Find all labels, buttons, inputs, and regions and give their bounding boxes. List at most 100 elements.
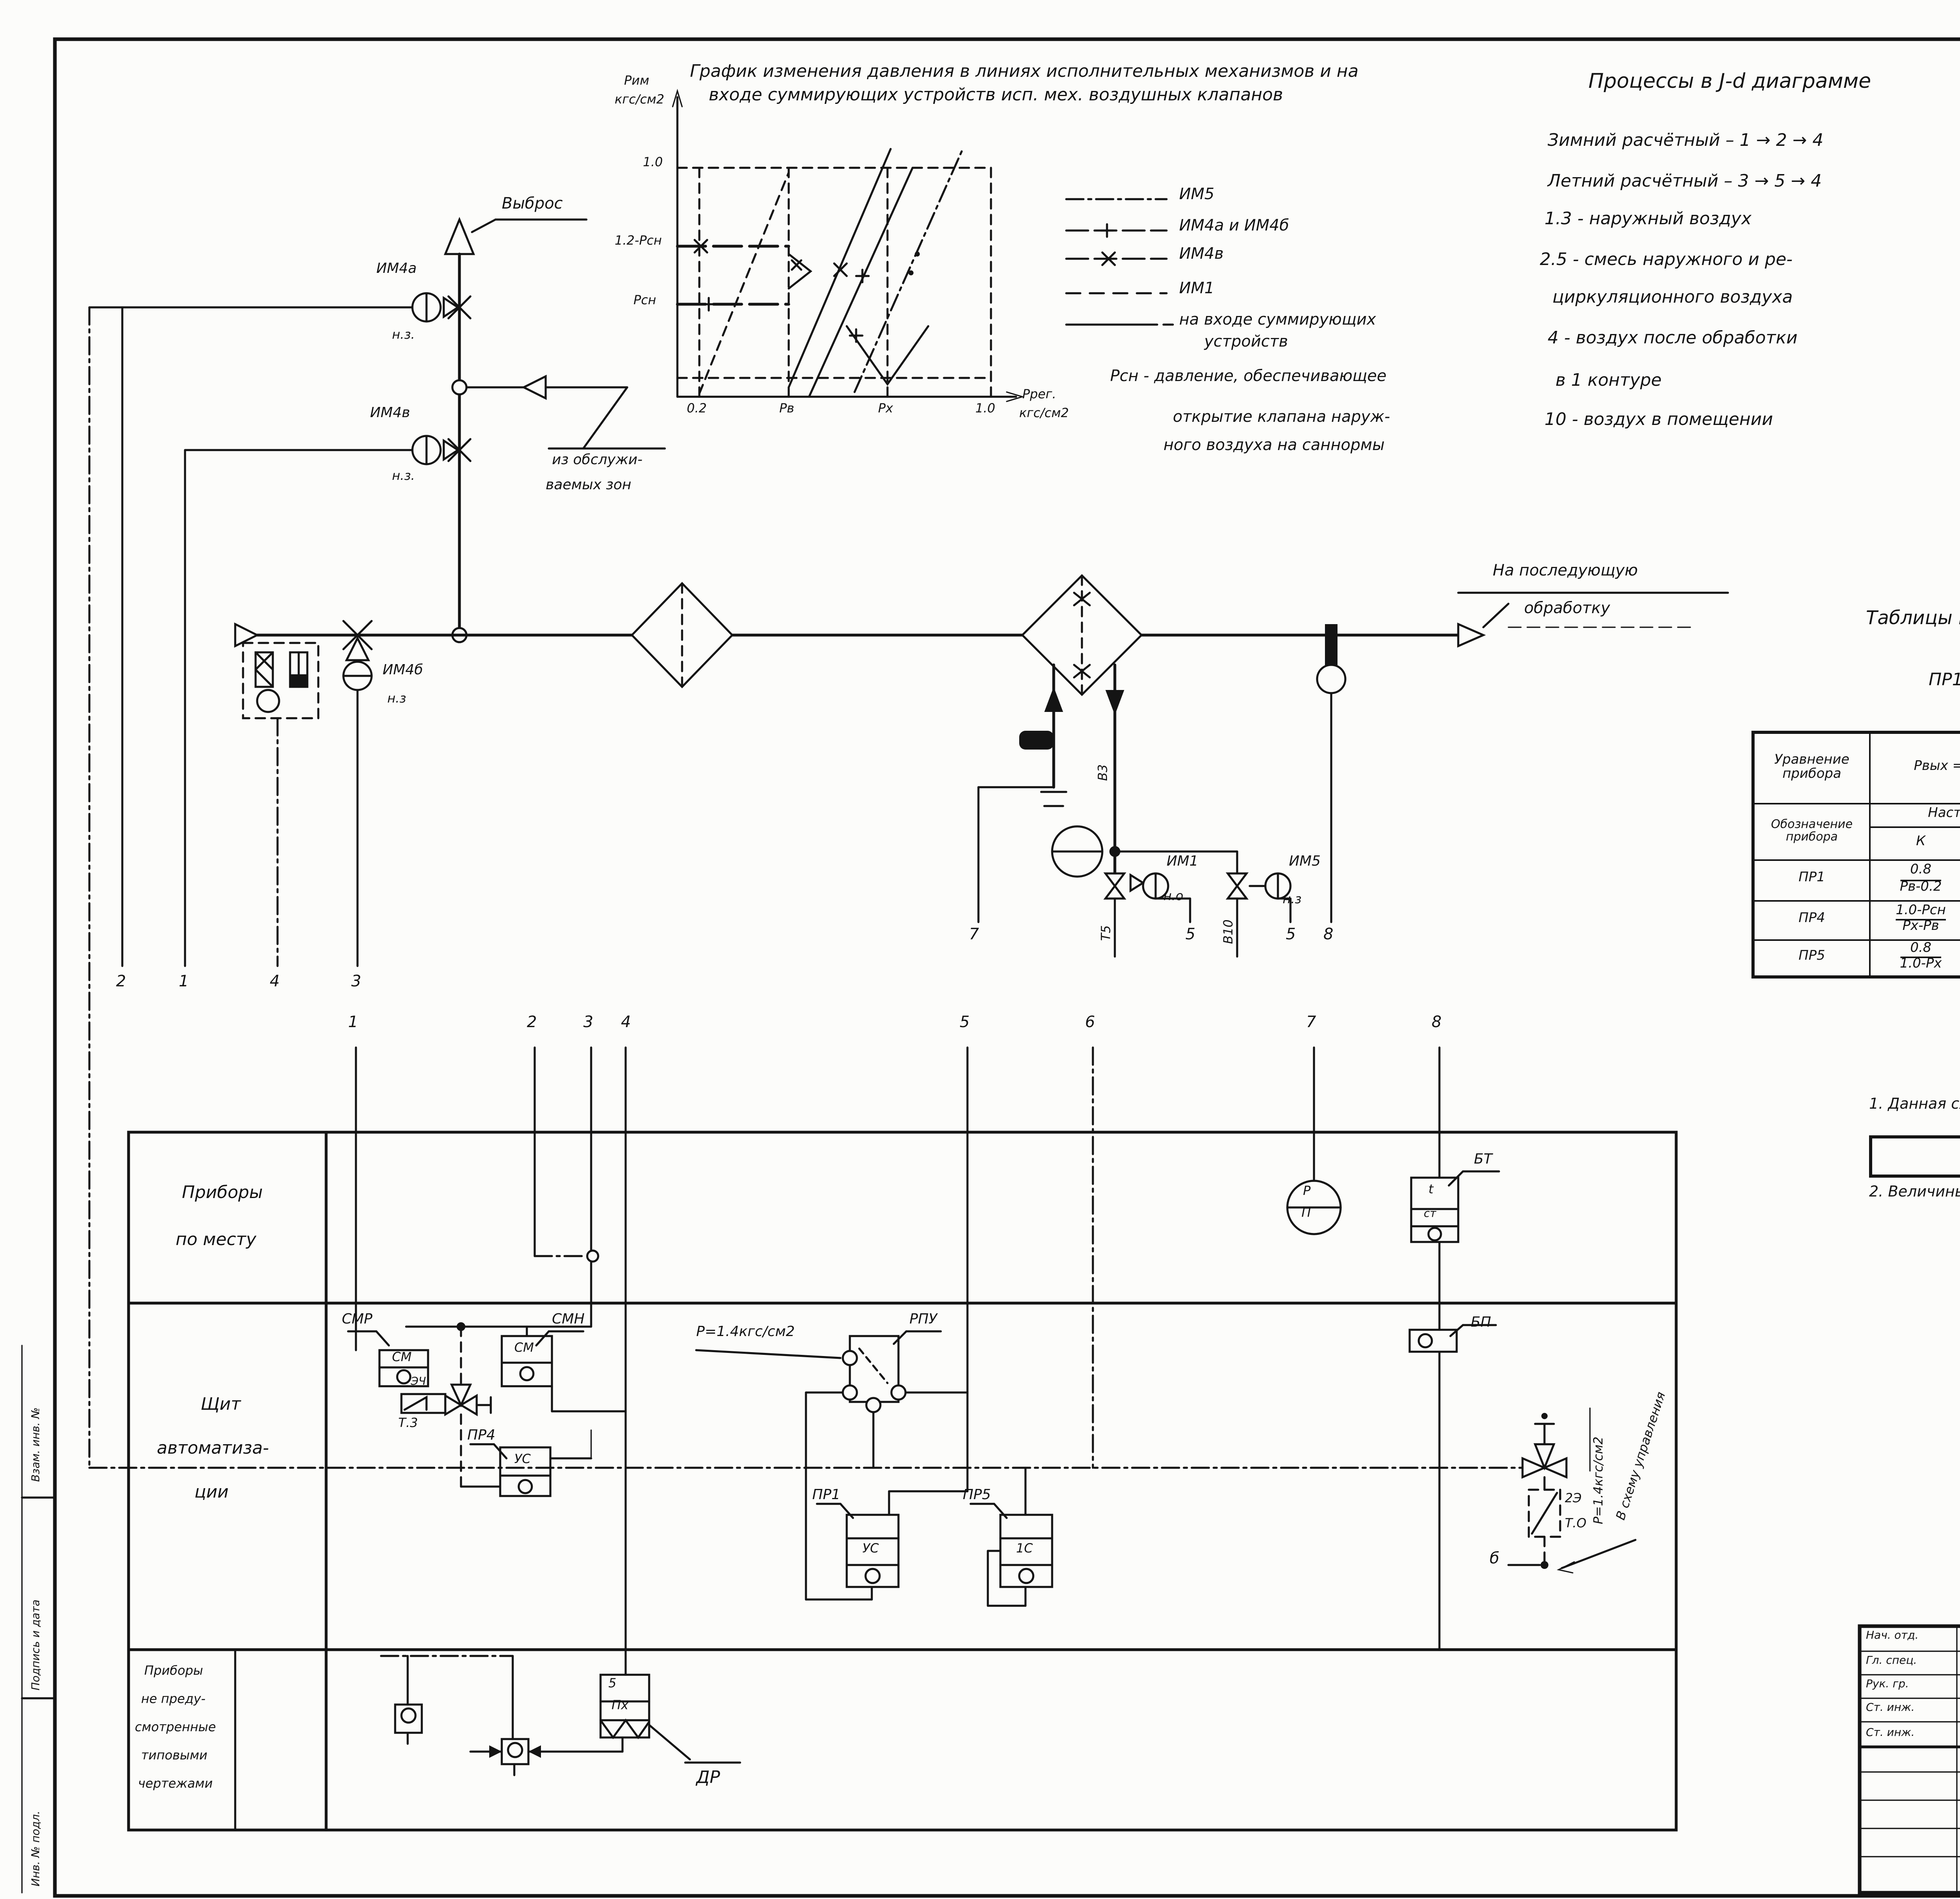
panel-row2-label-2: автоматиза-: [157, 1438, 269, 1458]
t1-equation: Рвых = К (Рвх - Рз) + Ро: [1869, 734, 1960, 804]
legend-sum1: на входе суммирующих: [1179, 312, 1376, 329]
v3-line-label: В3: [1096, 764, 1110, 781]
legend-im4v: ИМ4в: [1179, 246, 1224, 263]
im4a-state: н.з.: [392, 328, 415, 342]
stamp-podpis: Подпись и дата: [30, 1599, 42, 1690]
im4a-label: ИМ4а: [376, 262, 417, 278]
graph-ytick-2: 1.2-Рсн: [615, 234, 662, 248]
panel-row3-label-5: чертежами: [138, 1777, 213, 1791]
tb-role-1: Нач. отд.: [1866, 1629, 1919, 1642]
tables-title: Таблицы настройки приборов (см. примечан…: [1866, 607, 1960, 629]
process-point4: 4 - воздух после обработки: [1548, 328, 1798, 348]
panel-row3-label-4: типовыми: [141, 1748, 207, 1763]
t1-r2-name: ПР4: [1755, 900, 1871, 941]
panel-line-2: 2: [527, 1015, 537, 1032]
graph-x-unit: кгс/см2: [1019, 406, 1069, 420]
line-num-left-4: 4: [270, 974, 280, 991]
panel-line-5: 5: [960, 1015, 970, 1032]
solenoid-2e-label: 2Э: [1565, 1491, 1582, 1505]
im4b-state: н.з: [387, 692, 407, 706]
panel-row2-label-1: Щит: [201, 1394, 241, 1414]
legend-note1: Рсн - давление, обеспечивающее: [1110, 369, 1387, 386]
bt-cell-st: ст: [1424, 1207, 1436, 1220]
graph-xtick-1: 0.2: [687, 401, 707, 416]
note-1: 1. Данная схема применена для следующих …: [1869, 1096, 1960, 1113]
im4v-state: н.з.: [392, 469, 415, 483]
line-num-mid-8: 8: [1323, 927, 1334, 944]
b-point-label: б: [1490, 1551, 1499, 1568]
pr4-label: ПР4: [467, 1429, 495, 1444]
pr1-label: ПР1: [812, 1488, 840, 1504]
process-point10: 10 - воздух в помещении: [1544, 409, 1773, 430]
ech-label: ЭЧ: [411, 1375, 426, 1388]
process-point13: 1.3 - наружный воздух: [1544, 209, 1751, 229]
im4v-label: ИМ4в: [370, 406, 410, 422]
process-point25b: циркуляционного воздуха: [1552, 287, 1793, 307]
line-num-left-2: 2: [116, 974, 126, 991]
t1-r1-name: ПР1: [1755, 859, 1871, 902]
t1-col-k: К: [1869, 826, 1960, 861]
stamp-vzam: Взам. инв. №: [30, 1407, 42, 1482]
legend-im5: ИМ5: [1179, 187, 1214, 204]
note-1-list-box: [1869, 1135, 1960, 1178]
panel-line-4: 4: [621, 1015, 631, 1032]
rpu-pressure-label: Р=1.4кгс/см2: [696, 1325, 795, 1341]
process-winter: Зимний расчётный – 1 → 2 → 4: [1548, 130, 1824, 151]
pr4-cell-us: УС: [514, 1452, 531, 1466]
tb-role-4: Ст. инж.: [1866, 1701, 1915, 1714]
dr-cell-px: Пх: [612, 1698, 628, 1712]
t3-label: Т.3: [398, 1416, 418, 1430]
graph-y-unit: кгс/см2: [615, 93, 664, 107]
smn-label: СМН: [552, 1313, 585, 1328]
graph-ytick-3: Рсн: [633, 293, 656, 307]
from-zones-2: ваемых зон: [546, 478, 632, 494]
panel-line-3: 3: [583, 1015, 593, 1032]
bt-label: БТ: [1474, 1153, 1492, 1168]
to-next-2: обработку: [1524, 601, 1610, 618]
valve-pressure-label: Р=1.4кгс/см2: [1592, 1436, 1606, 1524]
im4b-label: ИМ4б: [383, 663, 423, 679]
from-zones-1: из обслужи-: [552, 453, 643, 469]
im5-label: ИМ5: [1289, 855, 1321, 870]
pp-gauge-p: Р: [1303, 1184, 1311, 1198]
graph-x-label: Ррег.: [1022, 387, 1056, 401]
to-next-1: На последующую: [1493, 563, 1638, 580]
process-summer: Летний расчётный – 3 → 5 → 4: [1548, 171, 1822, 191]
smr-label: СМР: [342, 1313, 372, 1328]
legend-im4ab: ИМ4а и ИМ4б: [1179, 218, 1289, 235]
panel-row3-label-3: смотренные: [135, 1720, 216, 1734]
smn-cell-sm: СМ: [514, 1341, 534, 1355]
tb-role-3: Рук. гр.: [1866, 1678, 1909, 1690]
solenoid-to-label: Т.О: [1565, 1516, 1586, 1530]
note-2: 2. Величины давлений Рв, Рх, Рсн (см гра…: [1869, 1184, 1960, 1201]
panel-row1-label-2: по месту: [176, 1229, 256, 1250]
pr5-cell-1s: 1С: [1016, 1541, 1033, 1556]
legend-im1: ИМ1: [1179, 281, 1214, 298]
t1-settings-label: Настройка прибора: [1869, 803, 1960, 828]
legend-sum2: устройств: [1204, 334, 1288, 351]
bp-label: БП: [1471, 1316, 1491, 1331]
smr-cell-sm: СМ: [392, 1350, 412, 1364]
tb-role-2: Гл. спец.: [1866, 1654, 1917, 1667]
panel-row2-label-3: ции: [194, 1482, 229, 1502]
rpu-label: РПУ: [909, 1313, 937, 1328]
process-point25: 2.5 - смесь наружного и ре-: [1540, 249, 1793, 270]
im5-state: н.з: [1283, 892, 1302, 906]
line-num-left-1: 1: [179, 974, 189, 991]
line-num-mid-7: 7: [969, 927, 979, 944]
graph-title-line1: График изменения давления в линиях испол…: [690, 61, 1359, 82]
graph-xtick-4: 1.0: [975, 401, 995, 416]
panel-line-6: 6: [1085, 1015, 1095, 1032]
panel-row1-label-1: Приборы: [182, 1182, 263, 1203]
im1-label: ИМ1: [1167, 855, 1198, 870]
line-num-mid-5b: 5: [1286, 927, 1296, 944]
legend-note2: открытие клапана наруж-: [1173, 409, 1390, 427]
dr-cell-5: 5: [608, 1676, 617, 1690]
graph-title-line2: входе суммирующих устройств исп. мех. во…: [709, 85, 1283, 105]
t1-r3-name: ПР5: [1755, 939, 1871, 975]
